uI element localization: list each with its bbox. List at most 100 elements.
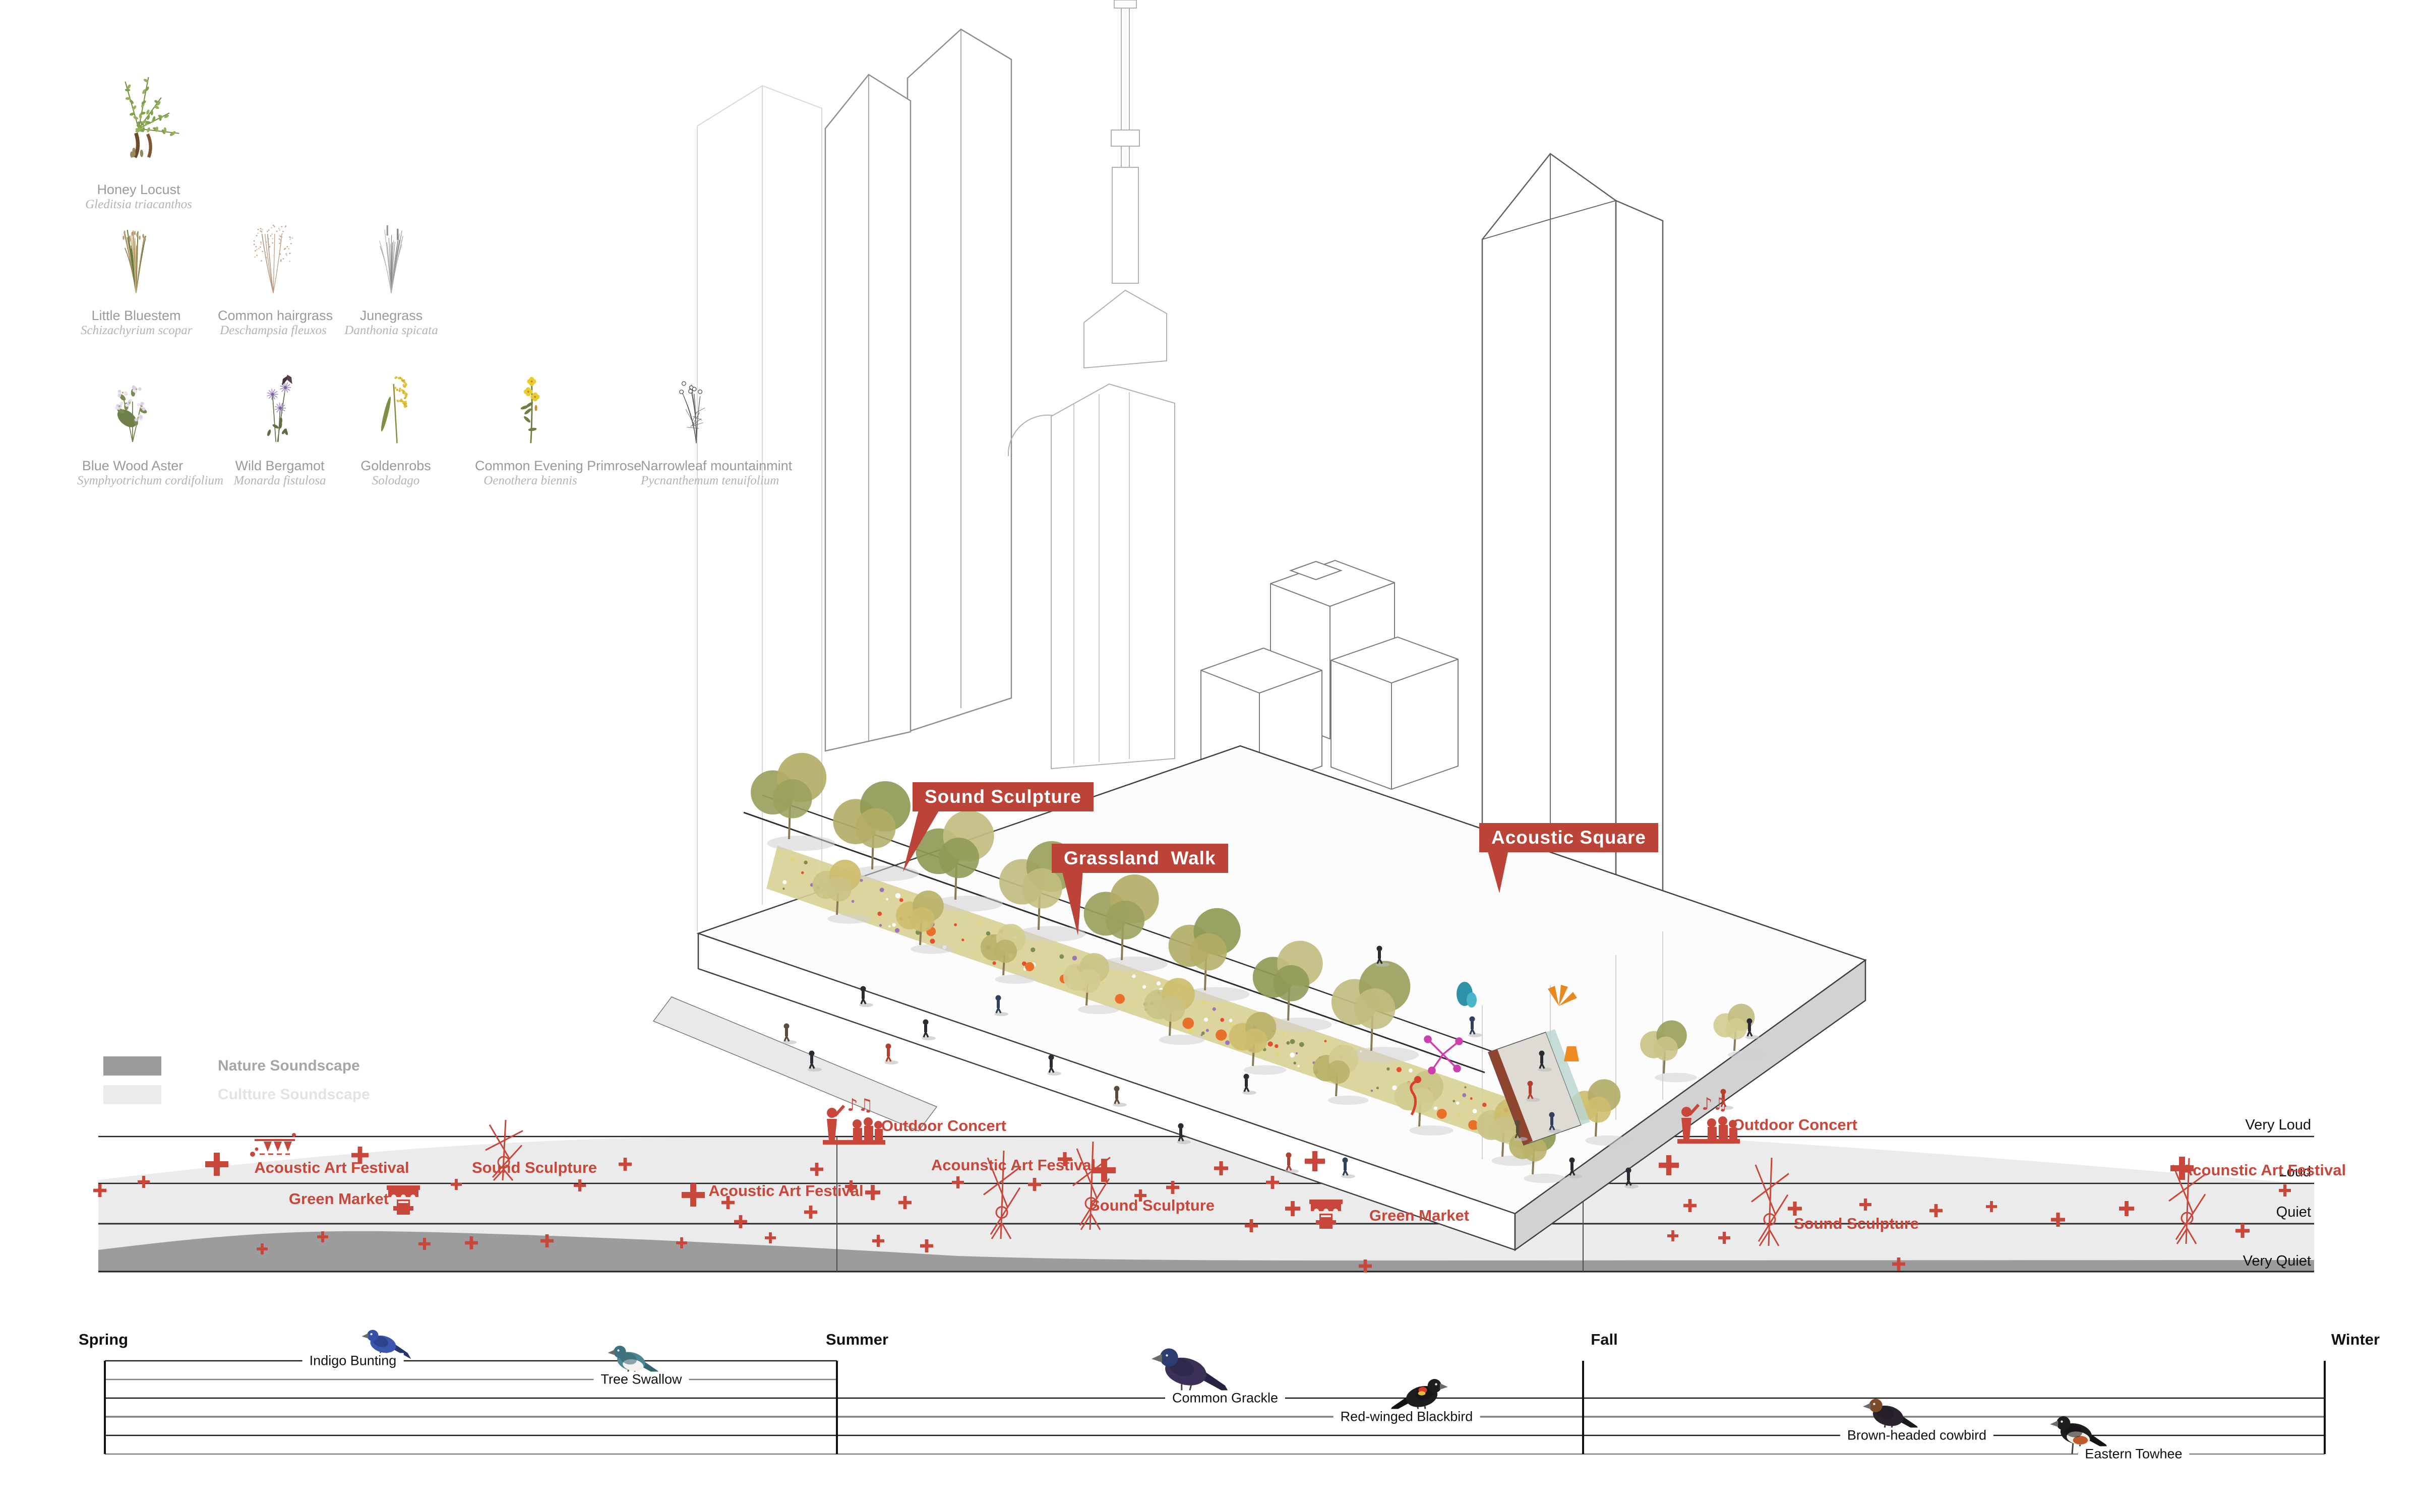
people	[782, 946, 1760, 1188]
background-tower	[697, 85, 822, 931]
plant-illustration	[253, 224, 293, 293]
bird-label: Brown-headed cowbird	[1840, 1427, 1994, 1443]
season-summer: Summer	[825, 1331, 889, 1348]
plus-marker	[845, 1180, 857, 1192]
plant-scientific-name: Solodago	[372, 474, 420, 487]
plus-marker	[574, 1179, 586, 1191]
plus-marker	[619, 1158, 632, 1171]
event-label: Acoustic Art Festival	[708, 1182, 864, 1200]
bird-label: Tree Swallow	[593, 1371, 689, 1388]
plus-marker	[1929, 1204, 1943, 1217]
plus-marker	[1659, 1155, 1679, 1175]
person-figure	[922, 1019, 936, 1040]
plus-marker	[1028, 1178, 1041, 1191]
season-spring: Spring	[78, 1331, 129, 1348]
plus-marker	[1166, 1181, 1179, 1194]
plant-illustration	[115, 385, 147, 442]
plus-marker	[2051, 1213, 2065, 1227]
plus-marker	[451, 1179, 462, 1190]
plus-marker	[1788, 1202, 1802, 1216]
person-figure	[1745, 1018, 1760, 1039]
plus-marker	[898, 1196, 912, 1209]
plant-illustration	[123, 229, 146, 293]
plus-marker	[418, 1238, 431, 1250]
plant-illustration	[520, 376, 540, 444]
person-figure	[1242, 1074, 1256, 1095]
level-loud: Loud	[2278, 1164, 2311, 1180]
person-figure	[1375, 946, 1389, 967]
legend-culture-label: Cultture Soundscape	[218, 1086, 370, 1103]
plant-common-name: Little Bluestem	[91, 308, 181, 323]
plus-marker	[540, 1234, 554, 1247]
plus-marker	[2119, 1201, 2134, 1216]
person-figure	[1624, 1167, 1639, 1188]
stall-icon	[1309, 1200, 1343, 1229]
orange-sculpture	[1548, 985, 1579, 1061]
level-quiet: Quiet	[2276, 1204, 2311, 1220]
plant-scientific-name: Gleditsia triacanthos	[85, 198, 192, 211]
flags-icon	[250, 1133, 296, 1157]
corten-wall	[1488, 1049, 1533, 1145]
plant-illustration	[679, 381, 705, 444]
plant-common-name: Common hairgrass	[218, 308, 333, 323]
callout-tails	[903, 808, 1508, 935]
season-winter: Winter	[2331, 1331, 2380, 1348]
plus-marker	[1359, 1259, 1372, 1273]
bird-label: Common Grackle	[1165, 1390, 1286, 1406]
event-label: Acounstic Art Festival	[2181, 1161, 2346, 1179]
person-figure	[1177, 1123, 1191, 1144]
plant-common-name: Blue Wood Aster	[82, 458, 184, 473]
sound-sculpture-mast-icon	[2168, 1158, 2207, 1244]
bird-illustration	[1151, 1348, 1231, 1399]
acoustic-square-area	[1410, 982, 1590, 1146]
plant-scientific-name: Symphyotrichum cordifolium	[77, 474, 224, 487]
plus-marker	[465, 1236, 478, 1249]
plus-marker	[1093, 1159, 1116, 1182]
person-figure	[1468, 1016, 1482, 1037]
plus-marker	[1667, 1230, 1678, 1241]
legend-nature-swatch	[103, 1056, 161, 1076]
person-figure	[1341, 1157, 1355, 1178]
sound-sculpture-mast-icon	[1751, 1157, 1789, 1246]
plus-marker	[257, 1243, 268, 1254]
plus-marker	[810, 1163, 823, 1176]
plus-marker	[721, 1196, 735, 1209]
event-label: Green Market	[1369, 1207, 1470, 1224]
person-figure	[808, 1050, 822, 1072]
plus-marker	[920, 1239, 933, 1252]
nature-soundscape-band	[98, 1231, 2314, 1272]
person-figure	[1538, 1050, 1552, 1072]
plant-illustration	[125, 77, 179, 158]
legend-culture-swatch	[103, 1085, 161, 1104]
event-label: Sound Sculpture	[1794, 1215, 1919, 1232]
event-label: Acounstic Art Festival	[931, 1156, 1096, 1174]
red-sculpture	[1410, 1079, 1419, 1116]
level-very-quiet: Very Quiet	[2243, 1253, 2311, 1269]
bird-label: Indigo Bunting	[302, 1353, 404, 1369]
event-label: Green Market	[288, 1190, 389, 1208]
callout-sound-sculpture: Sound Sculpture	[913, 782, 1094, 811]
sound-sculpture-mast-icon	[1072, 1141, 1111, 1230]
plinth-right-face	[1514, 959, 1866, 1251]
plus-marker	[865, 1185, 880, 1200]
plus-marker	[1058, 1152, 1072, 1166]
plus-marker	[952, 1176, 964, 1188]
event-label: Acoustic Art Festival	[254, 1159, 409, 1176]
plant-scientific-name: Deschampsia fleuxos	[220, 324, 327, 337]
plus-marker	[351, 1147, 369, 1164]
plus-marker	[1892, 1257, 1905, 1271]
plant-common-name: Common Evening Primrose	[475, 458, 642, 473]
plus-marker	[205, 1153, 228, 1176]
bird-label: Eastern Towhee	[2078, 1446, 2190, 1462]
glass-rail	[1546, 1029, 1590, 1125]
person-figure	[859, 986, 873, 1007]
plant-illustration	[379, 225, 403, 293]
